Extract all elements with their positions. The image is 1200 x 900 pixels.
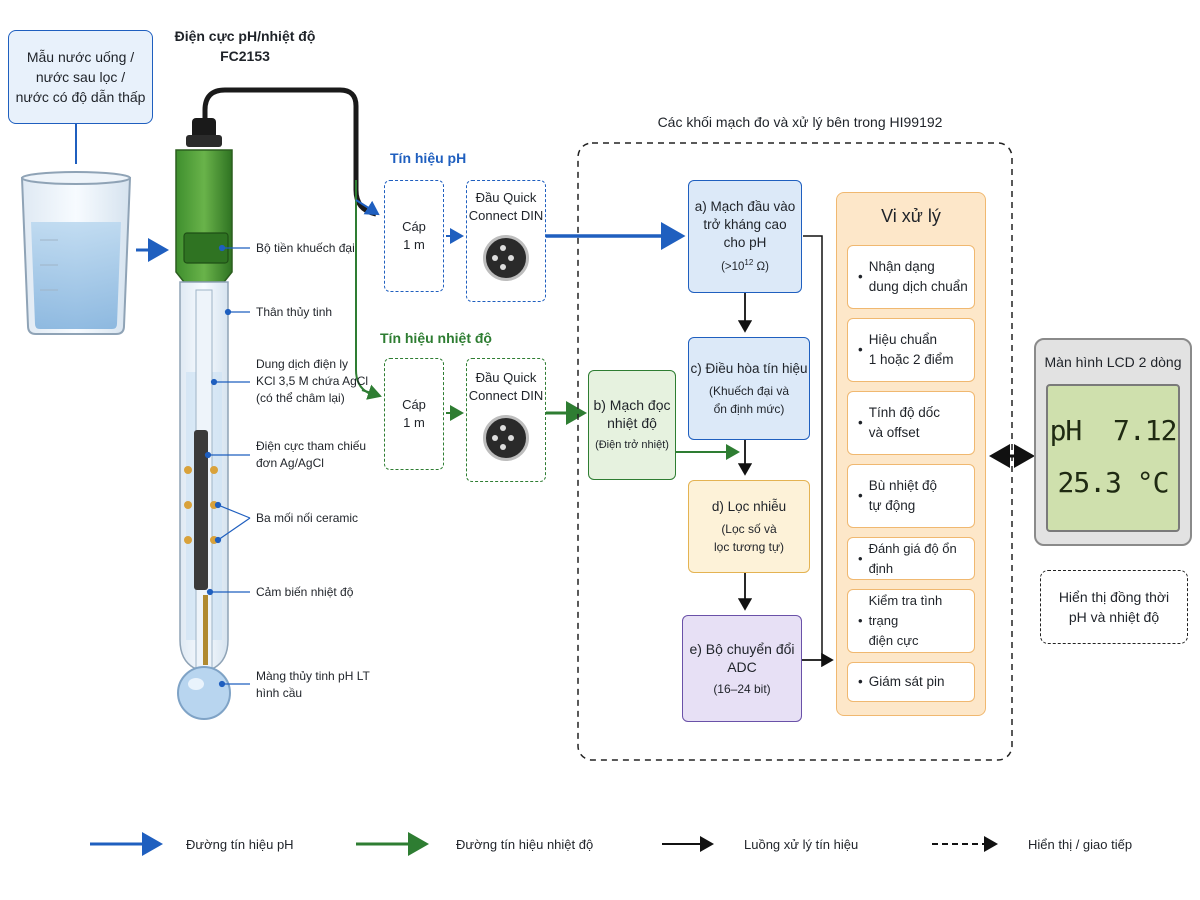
temp-cable-label: Cáp 1 m	[402, 397, 426, 430]
bullet-icon: •	[858, 415, 863, 430]
legend-temp-signal: Đường tín hiệu nhiệt độ	[456, 837, 594, 852]
block-e-title: e) Bộ chuyển đổi ADC	[689, 640, 795, 675]
block-a-impedance: (>1012 Ω)	[721, 257, 769, 273]
din-connector-icon	[483, 235, 529, 281]
label-temperature-sensor: Cảm biến nhiệt độ	[256, 585, 354, 599]
bullet-icon: •	[858, 269, 863, 284]
ph-cable-label: Cáp 1 m	[402, 219, 426, 252]
display-note-text: Hiển thị đồng thời pH và nhiệt độ	[1058, 589, 1170, 625]
block-e-sub: (16–24 bit)	[713, 681, 771, 696]
processor-item-battery: •Giám sát pin	[847, 662, 975, 702]
bullet-icon: •	[858, 488, 863, 503]
temp-connector-label: Đầu Quick Connect DIN	[468, 370, 544, 403]
block-d-sub: (Lọc số và lọc tương tự)	[714, 521, 784, 554]
block-c-signal-conditioning: c) Điều hòa tín hiệu (Khuếch đại và ổn đ…	[688, 337, 810, 440]
temp-signal-title: Tín hiệu nhiệt độ	[380, 330, 492, 346]
label-glass-body: Thân thủy tinh	[256, 305, 333, 319]
legend-display-interface: Hiển thị / giao tiếp	[1028, 837, 1133, 852]
bullet-icon: •	[858, 674, 863, 689]
processor-item-temp-compensation: •Bù nhiệt độ tự động	[847, 464, 975, 528]
ph-signal-title: Tín hiệu pH	[390, 150, 467, 166]
block-c-title: c) Điều hòa tín hiệu	[690, 360, 808, 376]
bullet-icon: •	[858, 550, 863, 566]
block-b-title: b) Mạch đọc nhiệt độ	[593, 397, 671, 431]
ph-connector-label: Đầu Quick Connect DIN	[468, 190, 544, 223]
lcd-ph-reading: pH 7.12	[1049, 414, 1178, 447]
block-d-title: d) Lọc nhiễu	[711, 498, 787, 514]
label-ceramic-junctions: Ba mối nối ceramic	[256, 511, 359, 525]
electrode-title: Điện cực pH/nhiệt độ FC2153	[174, 28, 316, 64]
label-glass-membrane: Màng thủy tinh pH LT hình cầu	[256, 669, 370, 700]
lcd-screen: pH 7.12 25.3 °C	[1046, 384, 1180, 532]
block-a-title: a) Mạch đầu vào trở kháng cao cho pH	[694, 198, 796, 250]
block-c-sub: (Khuếch đại và ổn định mức)	[708, 383, 790, 416]
din-connector-icon	[483, 415, 529, 461]
temp-cable-box: Cáp 1 m	[384, 358, 444, 470]
legend-processing-flow: Luồng xử lý tín hiệu	[744, 837, 859, 852]
processor-item-buffer-recognition: •Nhận dạng dung dịch chuẩn	[847, 245, 975, 309]
legend-ph-signal: Đường tín hiệu pH	[186, 837, 294, 852]
block-d-noise-filter: d) Lọc nhiễu (Lọc số và lọc tương tự)	[688, 480, 810, 573]
ph-connector-box: Đầu Quick Connect DIN	[466, 180, 546, 302]
processor-item-slope-offset: •Tính độ dốc và offset	[847, 391, 975, 455]
block-b-temperature-reader: b) Mạch đọc nhiệt độ (Điện trở nhiệt)	[588, 370, 676, 480]
label-electrolyte: Dung dịch điện ly KCl 3,5 M chứa AgCl (c…	[256, 357, 369, 405]
display-note-box: Hiển thị đồng thời pH và nhiệt độ	[1040, 570, 1188, 644]
block-b-sub: (Điện trở nhiệt)	[595, 439, 669, 451]
processor-title: Vi xử lý	[881, 206, 941, 226]
temp-connector-box: Đầu Quick Connect DIN	[466, 358, 546, 482]
block-e-adc: e) Bộ chuyển đổi ADC (16–24 bit)	[682, 615, 802, 722]
label-reference-electrode: Điện cực tham chiếu đơn Ag/AgCl	[256, 439, 367, 470]
sample-source-text: Mẫu nước uống / nước sau lọc / nước có đ…	[15, 49, 146, 105]
sample-source-box: Mẫu nước uống / nước sau lọc / nước có đ…	[8, 30, 153, 124]
processor-item-stability: •Đánh giá độ ổn định	[847, 537, 975, 580]
bullet-icon: •	[858, 342, 863, 357]
lcd-title: Màn hình LCD 2 dòng	[1044, 354, 1182, 370]
processor-item-electrode-check: •Kiểm tra tình trạng điện cực	[847, 589, 975, 653]
ph-electrode-icon	[175, 118, 233, 720]
meter-title: Các khối mạch đo và xử lý bên trong HI99…	[657, 114, 943, 130]
bullet-icon: •	[858, 613, 863, 628]
lcd-temp-reading: 25.3 °C	[1057, 466, 1169, 499]
processor-item-calibration: •Hiệu chuẩn 1 hoặc 2 điểm	[847, 318, 975, 382]
label-preamplifier: Bộ tiền khuếch đại	[256, 241, 355, 255]
beaker-icon	[20, 171, 132, 335]
block-a-high-impedance-input: a) Mạch đầu vào trở kháng cao cho pH (>1…	[688, 180, 802, 293]
ph-cable-box: Cáp 1 m	[384, 180, 444, 292]
lcd-display: Màn hình LCD 2 dòng pH 7.12 25.3 °C	[1034, 338, 1192, 546]
